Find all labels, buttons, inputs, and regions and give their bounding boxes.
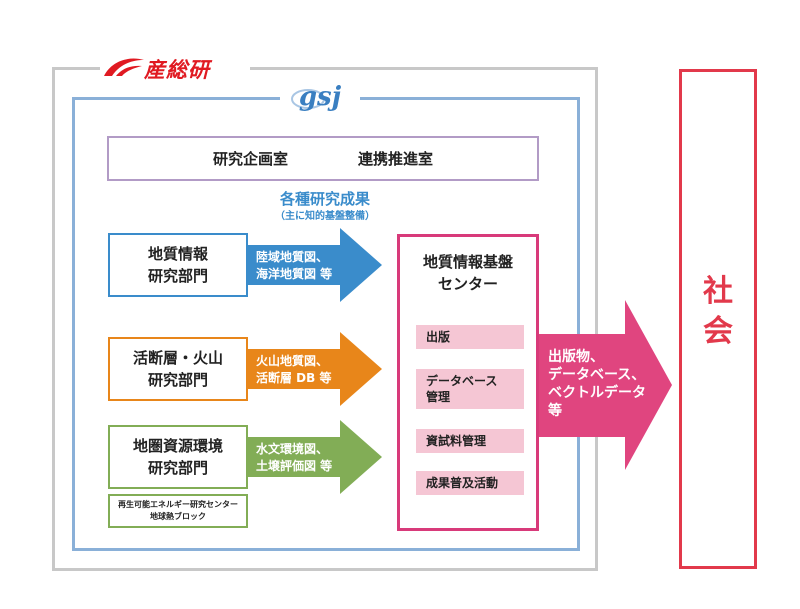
geoinfo-center-box: 地質情報基盤 センター 出版 データベース 管理 資試料管理 成果普及活動 bbox=[397, 234, 539, 531]
aist-frame bbox=[52, 67, 598, 571]
society-char2: 会 bbox=[703, 314, 733, 349]
output-arrow-line3: ベクトルデータ bbox=[548, 385, 646, 401]
gsj-logo-text: gsj bbox=[298, 82, 342, 112]
gsj-logo: gsj bbox=[280, 82, 360, 114]
dept-faults-volcano-line2: 研究部門 bbox=[147, 371, 208, 389]
partnership-office-label: 連携推進室 bbox=[358, 150, 434, 168]
arrow-faults-volcano-label: 火山地質図、 活断層 DB 等 bbox=[256, 353, 331, 387]
society-box: 社 会 bbox=[679, 69, 757, 569]
arrow-georesources-line2: 土壌評価図 等 bbox=[256, 459, 333, 473]
renewable-energy-unit-line2: 地球熱ブロック bbox=[150, 512, 206, 521]
center-item-outreach: 成果普及活動 bbox=[416, 471, 524, 495]
society-label: 社 会 bbox=[682, 272, 754, 352]
dept-faults-volcano-line1: 活断層・火山 bbox=[132, 349, 223, 367]
output-arrow-line2: データベース、 bbox=[548, 367, 646, 383]
output-arrow-label: 出版物、 データベース、 ベクトルデータ 等 bbox=[548, 348, 668, 420]
gsj-swoosh-icon bbox=[291, 89, 325, 109]
society-char1: 社 bbox=[703, 274, 733, 309]
aist-swoosh-icon bbox=[104, 58, 144, 76]
renewable-energy-unit: 再生可能エネルギー研究センター 地球熱ブロック bbox=[108, 494, 248, 528]
arrow-geology-line2: 海洋地質図 等 bbox=[256, 267, 333, 281]
arrow-georesources-line1: 水文環境図、 bbox=[256, 442, 329, 456]
dept-georesources-line1: 地圏資源環境 bbox=[132, 437, 223, 455]
arrow-geology-label: 陸域地質図、 海洋地質図 等 bbox=[256, 249, 332, 283]
geoinfo-center-title-line1: 地質情報基盤 bbox=[422, 253, 513, 271]
research-results-subtitle: （主に知的基盤整備） bbox=[275, 211, 375, 222]
renewable-energy-unit-line1: 再生可能エネルギー研究センター bbox=[118, 500, 238, 509]
center-item-database-line1: データベース bbox=[426, 374, 498, 388]
arrow-faults-volcano bbox=[248, 332, 382, 406]
dept-faults-volcano: 活断層・火山 研究部門 bbox=[108, 337, 248, 401]
center-item-database-line2: 管理 bbox=[426, 390, 451, 404]
dept-geoinformation-line1: 地質情報 bbox=[147, 245, 208, 263]
dept-georesources-line2: 研究部門 bbox=[147, 459, 208, 477]
center-item-database: データベース 管理 bbox=[416, 369, 524, 409]
geoinfo-center-title: 地質情報基盤 センター bbox=[400, 251, 536, 295]
aist-logo-text: 産総研 bbox=[144, 58, 210, 82]
output-arrow-line4: 等 bbox=[548, 403, 562, 419]
arrow-geology bbox=[248, 228, 382, 302]
geoinfo-center-title-line2: センター bbox=[437, 275, 498, 293]
center-item-publishing: 出版 bbox=[416, 325, 524, 349]
planning-office-label: 研究企画室 bbox=[212, 150, 288, 168]
dept-georesources: 地圏資源環境 研究部門 bbox=[108, 425, 248, 489]
aist-logo: 産総研 bbox=[100, 52, 250, 82]
output-arrow-line1: 出版物、 bbox=[548, 349, 604, 365]
arrow-geology-line1: 陸域地質図、 bbox=[256, 250, 329, 264]
research-results-title: 各種研究成果 bbox=[279, 190, 370, 208]
arrow-faults-volcano-line2: 活断層 DB 等 bbox=[256, 371, 332, 385]
center-item-publishing-label: 出版 bbox=[426, 330, 451, 344]
center-item-samples: 資試料管理 bbox=[416, 429, 524, 453]
arrow-faults-volcano-line1: 火山地質図、 bbox=[256, 354, 329, 368]
dept-geoinformation: 地質情報 研究部門 bbox=[108, 233, 248, 297]
arrow-georesources bbox=[248, 420, 382, 494]
center-item-outreach-label: 成果普及活動 bbox=[426, 476, 499, 490]
arrow-output bbox=[539, 300, 672, 470]
arrow-georesources-label: 水文環境図、 土壌評価図 等 bbox=[256, 441, 332, 475]
dept-geoinformation-line2: 研究部門 bbox=[147, 267, 208, 285]
planning-box: 研究企画室 連携推進室 bbox=[107, 136, 539, 181]
center-item-samples-label: 資試料管理 bbox=[426, 434, 487, 448]
